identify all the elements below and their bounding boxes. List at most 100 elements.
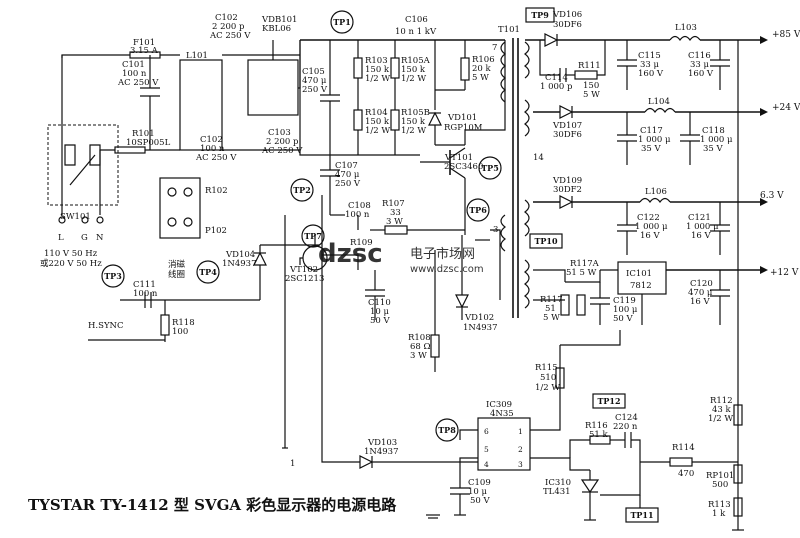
- tp3-label: TP3: [104, 271, 122, 281]
- vt102-ref: VT102: [289, 265, 318, 275]
- p102-ref: P102: [205, 226, 227, 236]
- degauss-label-2: 线圈: [168, 269, 185, 280]
- tp5-label: TP5: [481, 163, 499, 173]
- c116-val: 33 μ: [690, 60, 710, 70]
- r111-pw: 5 W: [583, 90, 600, 100]
- rail-24v: +24 V: [772, 103, 800, 113]
- c115-volt: 160 V: [638, 69, 664, 79]
- r116-val: 51 k: [589, 430, 609, 440]
- r115-ref: R115: [535, 363, 558, 373]
- tp9-box: [525, 7, 555, 23]
- c122-volt: 16 V: [640, 231, 661, 241]
- r105b-pw: 1/2 W: [401, 126, 426, 136]
- c116-ref: C116: [688, 51, 711, 61]
- r102-ref: R102: [205, 186, 228, 196]
- ic310-ref: IC310: [545, 478, 571, 488]
- c110-ref: C110: [368, 298, 391, 308]
- c122-val: 1 000 μ: [635, 222, 668, 232]
- r117a-val: 51 5 W: [566, 268, 597, 278]
- ic309-pin-4: 4: [484, 460, 489, 469]
- tp1-label: TP1: [333, 17, 351, 27]
- l101-ref: L101: [186, 51, 208, 61]
- tp10-box: [529, 233, 563, 249]
- ic309-pin-3: 3: [518, 460, 523, 469]
- ic310-val: TL431: [543, 487, 571, 497]
- tp7-marker: [301, 224, 325, 248]
- ic309-pin-1: 1: [518, 427, 523, 436]
- mains-220v: 或220 V 50 Hz: [40, 258, 102, 269]
- r106-pw: 5 W: [472, 73, 489, 83]
- r117-ref: R117: [540, 295, 563, 305]
- c109-val: 10 μ: [468, 487, 488, 497]
- r108-ref: R108: [408, 333, 431, 343]
- r111-ref: R111: [578, 61, 601, 71]
- r104-pw: 1/2 W: [365, 126, 390, 136]
- c118-volt: 35 V: [703, 144, 724, 154]
- r114-ref: R114: [672, 443, 695, 453]
- r103-ref: R103: [365, 56, 388, 66]
- r115-pw: 1/2 W: [535, 383, 560, 393]
- tp6-label: TP6: [469, 205, 487, 215]
- r103-pw: 1/2 W: [365, 74, 390, 84]
- vd104-val: 1N4937: [222, 259, 256, 269]
- pin-3: 3: [493, 225, 498, 235]
- c114-ref: C114: [545, 73, 568, 83]
- ic309-ref: IC309: [486, 400, 512, 410]
- tp5-marker: [478, 156, 502, 180]
- vd104-ref: VD104: [225, 250, 255, 260]
- c101-ref: C101: [122, 60, 145, 70]
- sw101-ref: SW101: [60, 212, 91, 222]
- c110-volt: 50 V: [370, 316, 391, 326]
- c108-val: 100 n: [345, 210, 370, 220]
- vdb101-ref: VDB101: [261, 15, 297, 25]
- c102b-val: 100 n: [200, 144, 225, 154]
- l104-ref: L104: [648, 97, 670, 107]
- vd107-ref: VD107: [552, 121, 582, 131]
- hsync-label: H.SYNC: [88, 321, 124, 331]
- vd102-val: 1N4937: [463, 323, 497, 333]
- vt102-val: 2SC1213: [285, 274, 324, 284]
- vd103-ref: VD103: [367, 438, 397, 448]
- wiring: [47, 33, 768, 531]
- pin-7: 7: [492, 43, 497, 53]
- r104-ref: R104: [365, 108, 388, 118]
- r117-val: 51: [545, 304, 556, 314]
- r117-pw: 5 W: [543, 313, 560, 323]
- c115-ref: C115: [638, 51, 661, 61]
- tp3-marker: [101, 264, 125, 288]
- watermark: dzsc 电子市场网 www.dzsc.com: [318, 239, 484, 275]
- r105b-ref: R105B: [401, 108, 430, 118]
- tp2-marker: [290, 178, 314, 202]
- c122-ref: C122: [637, 213, 660, 223]
- vt101-val: 2SC3460: [444, 162, 483, 172]
- tp9-label: TP9: [531, 10, 549, 20]
- degauss-label-1: 消磁: [168, 259, 186, 270]
- terminal-g: G: [81, 233, 88, 243]
- c108-ref: C108: [348, 201, 371, 211]
- vd109-val: 30DF2: [553, 185, 582, 195]
- tp6-marker: [466, 198, 490, 222]
- tp4-marker: [196, 260, 220, 284]
- diagram-title: TYSTAR TY-1412 型 SVGA 彩色显示器的电源电路: [28, 496, 397, 514]
- f101-ref: F101: [133, 38, 155, 48]
- tp12-label: TP12: [597, 396, 620, 406]
- r108-val: 68 Ω: [410, 342, 431, 352]
- watermark-url: www.dzsc.com: [410, 264, 484, 275]
- c111-ref: C111: [133, 280, 156, 290]
- r107-val: 33: [390, 208, 401, 218]
- c116-volt: 160 V: [688, 69, 714, 79]
- c120-val: 470 μ: [688, 288, 713, 298]
- vt101-ref: VT101: [444, 153, 473, 163]
- c118-ref: C118: [702, 126, 725, 136]
- t101-ref: T101: [498, 25, 520, 35]
- c117-ref: C117: [640, 126, 663, 136]
- c107-val: 470 μ: [335, 170, 360, 180]
- c120-volt: 16 V: [690, 297, 711, 307]
- c106-val: 10 n 1 kV: [395, 27, 437, 37]
- component-labels: F101 3.15 A L101 C101 100 n AC 250 V C10…: [40, 10, 734, 519]
- rail-labels: +85 V +24 V 6.3 V +12 V: [760, 30, 800, 278]
- vd103-val: 1N4937: [364, 447, 398, 457]
- c102b-ref: C102: [200, 135, 223, 145]
- r112-val: 43 k: [712, 405, 732, 415]
